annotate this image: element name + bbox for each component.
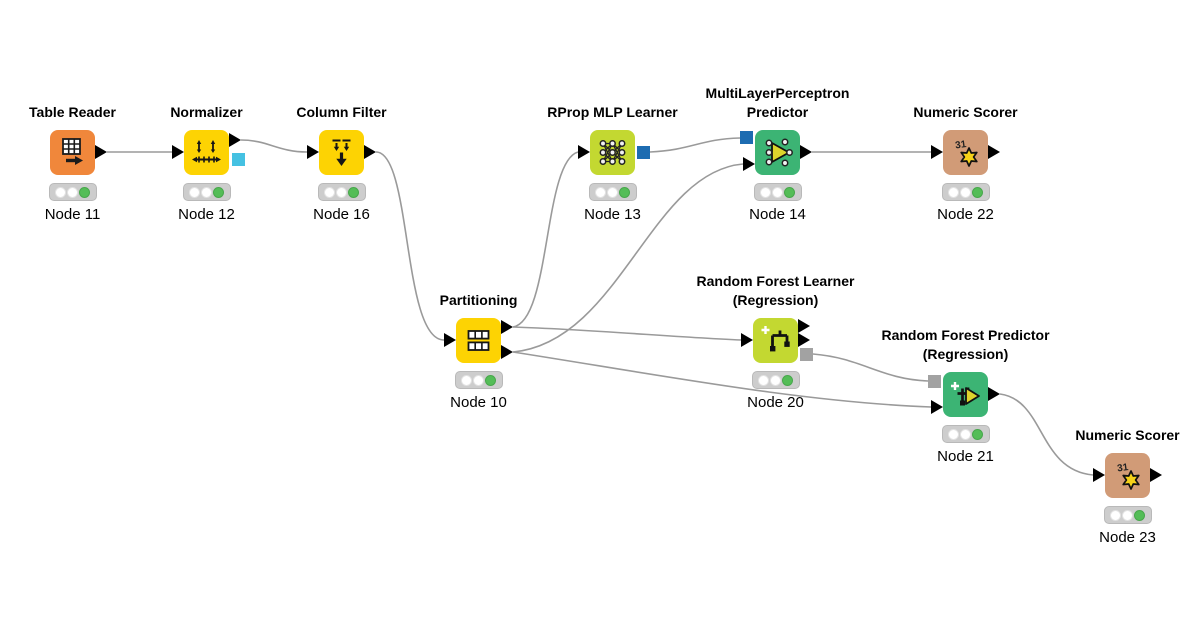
- node-label: Node 16: [313, 206, 370, 223]
- node-title: Partitioning: [439, 292, 518, 308]
- input-port-data[interactable]: [743, 157, 755, 171]
- traffic-light-status: [454, 371, 503, 389]
- output-port-data2[interactable]: [798, 333, 810, 347]
- svg-text:31: 31: [1116, 462, 1129, 475]
- output-port-data[interactable]: [229, 133, 241, 147]
- random-forest-predictor-icon[interactable]: [943, 372, 988, 417]
- node-label: Node 21: [937, 448, 994, 465]
- node-title: Numeric Scorer: [913, 104, 1018, 120]
- traffic-light-status: [941, 183, 990, 201]
- connection-node20-node21-model[interactable]: [812, 353, 929, 382]
- output-port-mlp-model[interactable]: [637, 146, 650, 159]
- node-partitioning[interactable]: Partitioning Node 10: [440, 292, 518, 411]
- output-port[interactable]: [1150, 468, 1162, 482]
- input-port[interactable]: [931, 145, 943, 159]
- connection-node16-node10[interactable]: [375, 151, 445, 341]
- node-label: Node 14: [749, 206, 806, 223]
- connection-node10-node21[interactable]: [512, 351, 932, 408]
- node-title: Table Reader: [29, 104, 116, 120]
- node-title: Numeric Scorer: [1075, 427, 1180, 443]
- traffic-light-status: [182, 183, 231, 201]
- node-label: Node 11: [44, 206, 101, 223]
- input-port[interactable]: [578, 145, 590, 159]
- output-port-forest-model[interactable]: [800, 348, 813, 361]
- input-port[interactable]: [307, 145, 319, 159]
- output-port-partition2[interactable]: [501, 345, 513, 359]
- connection-node10-node13[interactable]: [512, 151, 579, 328]
- output-port[interactable]: [988, 145, 1000, 159]
- input-port-mlp-model[interactable]: [740, 131, 753, 144]
- node-label: Node 13: [584, 206, 641, 223]
- node-title: Column Filter: [296, 104, 387, 120]
- node-title: Random Forest Learner (Regression): [696, 273, 855, 308]
- traffic-light-status: [317, 183, 366, 201]
- output-port-normalizer-model[interactable]: [232, 153, 245, 166]
- node-label: Node 22: [937, 206, 994, 223]
- traffic-light-status: [1103, 506, 1152, 524]
- connection-node10-node20[interactable]: [512, 326, 742, 341]
- node-numeric-scorer-22[interactable]: Numeric Scorer 31 Node 22: [913, 104, 1017, 223]
- connection-node12-node16[interactable]: [240, 139, 308, 153]
- traffic-light-status: [588, 183, 637, 201]
- connection-node13-node14-model[interactable]: [649, 137, 741, 153]
- node-column-filter[interactable]: Column Filter Node 16: [296, 104, 386, 223]
- output-port[interactable]: [364, 145, 376, 159]
- numeric-scorer-icon[interactable]: 31: [1105, 453, 1150, 498]
- numeric-scorer-icon[interactable]: 31: [943, 130, 988, 175]
- traffic-light-status: [753, 183, 802, 201]
- node-normalizer[interactable]: Normalizer Node 12: [170, 104, 245, 223]
- node-label: Node 10: [450, 394, 507, 411]
- output-port[interactable]: [800, 145, 812, 159]
- node-random-forest-predictor[interactable]: Random Forest Predictor (Regression) Nod…: [881, 327, 1049, 465]
- output-port[interactable]: [95, 145, 107, 159]
- neural-net-icon[interactable]: [590, 130, 635, 175]
- node-title: RProp MLP Learner: [547, 104, 678, 120]
- input-port-forest-model[interactable]: [928, 375, 941, 388]
- table-reader-icon[interactable]: [50, 130, 95, 175]
- node-numeric-scorer-23[interactable]: Numeric Scorer 31 Node 23: [1075, 427, 1179, 546]
- node-table-reader[interactable]: Table Reader Node 11: [29, 104, 116, 223]
- output-port-partition1[interactable]: [501, 320, 513, 334]
- normalizer-icon[interactable]: [184, 130, 229, 175]
- traffic-light-status: [48, 183, 97, 201]
- input-port[interactable]: [444, 333, 456, 347]
- svg-text:31: 31: [954, 139, 967, 152]
- node-label: Node 12: [178, 206, 235, 223]
- node-label: Node 23: [1099, 529, 1156, 546]
- input-port-data[interactable]: [931, 400, 943, 414]
- output-port-data1[interactable]: [798, 319, 810, 333]
- connection-node10-node14[interactable]: [512, 163, 744, 353]
- partitioning-icon[interactable]: [456, 318, 501, 363]
- node-multilayerperceptron-predictor[interactable]: MultiLayerPerceptron Predictor Node 14: [706, 85, 850, 223]
- node-title: Random Forest Predictor (Regression): [881, 327, 1050, 362]
- node-rprop-mlp-learner[interactable]: RProp MLP Learner Node 13: [547, 104, 677, 223]
- input-port[interactable]: [741, 333, 753, 347]
- output-port[interactable]: [988, 387, 1000, 401]
- column-filter-icon[interactable]: [319, 130, 364, 175]
- input-port[interactable]: [1093, 468, 1105, 482]
- node-title: MultiLayerPerceptron Predictor: [705, 85, 850, 120]
- input-port[interactable]: [172, 145, 184, 159]
- node-random-forest-learner[interactable]: Random Forest Learner (Regression) Node …: [697, 273, 855, 411]
- node-title: Normalizer: [170, 104, 243, 120]
- neural-net-predictor-icon[interactable]: [755, 130, 800, 175]
- traffic-light-status: [751, 371, 800, 389]
- random-forest-learner-icon[interactable]: [753, 318, 798, 363]
- traffic-light-status: [941, 425, 990, 443]
- connection-node21-node23[interactable]: [999, 393, 1094, 476]
- node-label: Node 20: [747, 394, 804, 411]
